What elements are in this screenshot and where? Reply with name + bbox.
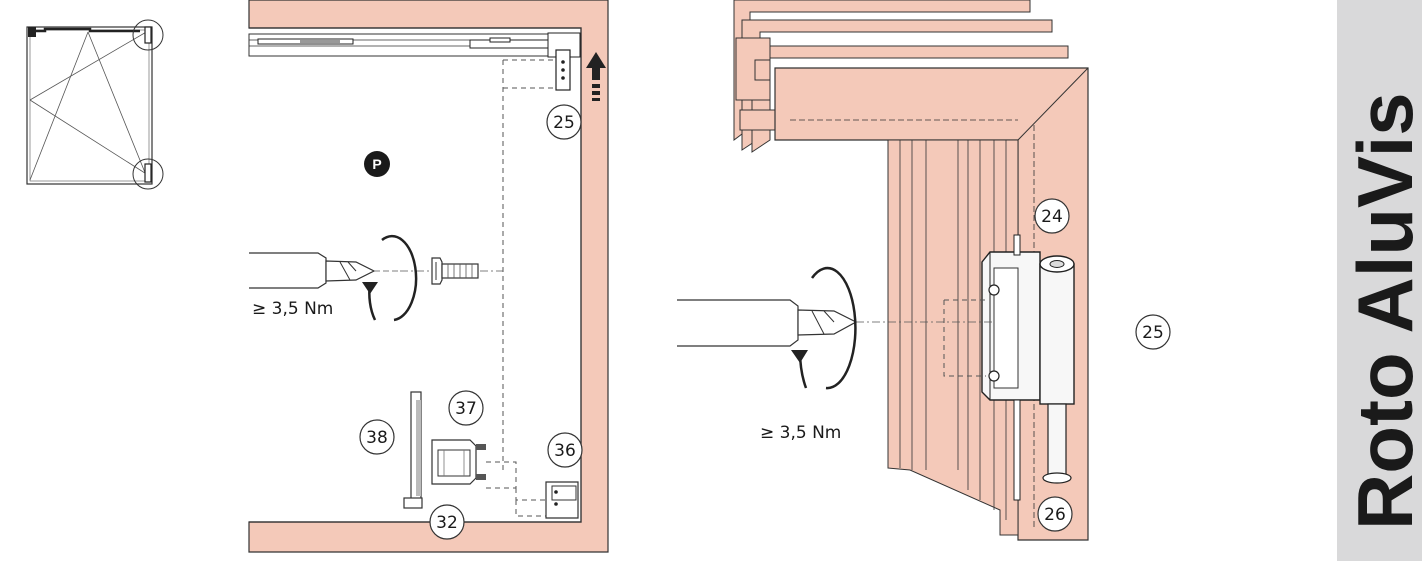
callout-25-top-label: 25 xyxy=(553,113,575,133)
callout-24: 24 xyxy=(1034,198,1070,234)
window-outline xyxy=(26,26,153,185)
opening-line xyxy=(87,31,149,181)
callout-38: 38 xyxy=(359,419,395,455)
hinge-pin xyxy=(1047,403,1067,477)
p-marker-label: P xyxy=(372,156,381,172)
callout-25-right: 25 xyxy=(1135,314,1171,350)
callout-26: 26 xyxy=(1037,496,1073,532)
bottom-hinge-highlight xyxy=(132,158,164,190)
opening-line xyxy=(29,30,149,101)
frame-detail-panel: P ≥ 3,5 Nm xyxy=(248,0,609,553)
hinge-barrel xyxy=(1039,263,1075,405)
rotation-arrow-icon xyxy=(362,234,418,322)
top-hinge-highlight xyxy=(132,19,164,51)
brand-label: Roto AluVis xyxy=(1341,92,1422,530)
callout-32: 32 xyxy=(429,504,465,540)
callout-37-label: 37 xyxy=(455,399,477,419)
callout-25-right-label: 25 xyxy=(1142,323,1164,343)
callout-36-label: 36 xyxy=(554,441,576,461)
part-38-plate xyxy=(403,391,423,509)
callout-37: 37 xyxy=(448,390,484,426)
callout-32-label: 32 xyxy=(436,513,458,533)
callout-24-label: 24 xyxy=(1041,207,1063,227)
window-overview-panel xyxy=(26,19,164,190)
callout-25-top: 25 xyxy=(546,104,582,140)
p-marker: P xyxy=(364,151,390,177)
callout-38-label: 38 xyxy=(366,428,388,448)
opening-line xyxy=(29,99,149,176)
hinge-assembly xyxy=(981,234,1075,501)
opening-line xyxy=(29,31,89,181)
up-arrow-icon xyxy=(586,52,606,101)
torque-label-left: ≥ 3,5 Nm xyxy=(252,299,333,319)
callout-36: 36 xyxy=(547,432,583,468)
callout-26-label: 26 xyxy=(1044,505,1066,525)
part-37-bracket xyxy=(431,439,486,485)
part-36-hinge xyxy=(545,481,579,519)
screwdriver-right xyxy=(677,299,994,347)
torque-label-right: ≥ 3,5 Nm xyxy=(760,423,841,443)
screwdriver-left xyxy=(249,252,400,289)
screw xyxy=(431,257,479,285)
profile-corner-panel: ≥ 3,5 Nm 24 25 26 xyxy=(677,0,1171,541)
top-rail xyxy=(248,32,581,91)
rotation-arrow-right-icon xyxy=(791,266,857,390)
brand-sidebar: Roto AluVis xyxy=(1337,0,1422,561)
